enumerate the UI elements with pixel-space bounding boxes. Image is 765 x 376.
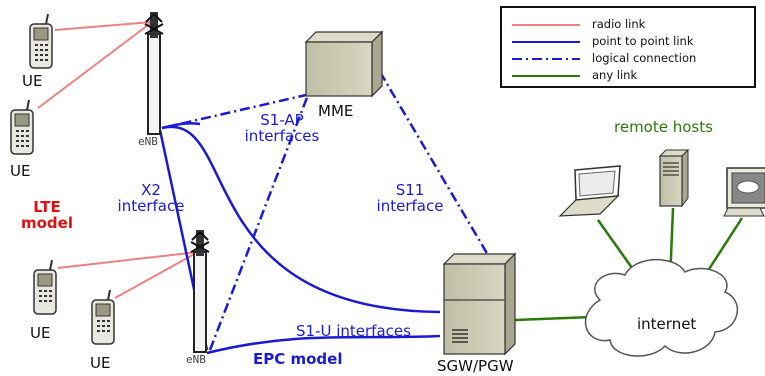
legend-label: any link	[592, 68, 638, 82]
x2-label-line2: interface	[117, 197, 185, 215]
radio-link	[37, 21, 153, 109]
radio-link	[54, 21, 153, 31]
epc-model-label: EPC model	[253, 350, 343, 368]
legend-line-icon	[512, 58, 580, 60]
ue-label: UE	[22, 72, 43, 90]
any-link	[514, 315, 593, 322]
ue-label: UE	[10, 162, 31, 180]
remote-hosts-label: remote hosts	[614, 118, 713, 136]
logical-link-s1ap	[208, 94, 310, 351]
s11-label: S11 interface	[367, 182, 453, 214]
laptop-icon	[558, 165, 621, 217]
logical-links	[161, 71, 490, 351]
logical-link-s1ap	[161, 93, 307, 130]
cloud-icon	[584, 258, 739, 357]
p2p-link-s1u-bottom	[206, 334, 441, 355]
phone-icon	[91, 289, 115, 345]
s1ap-label-line2: interfaces	[244, 127, 320, 145]
lte-model-line2: model	[21, 214, 73, 232]
s1ap-label-line1: S1-AP	[260, 111, 304, 129]
antenna-tower-icon	[144, 12, 164, 135]
legend-item: radio link	[510, 17, 750, 32]
tower-server-icon	[442, 252, 517, 356]
x2-label: X2 interface	[108, 182, 194, 214]
enb-label: eNB	[138, 135, 158, 148]
radio-link	[57, 251, 199, 269]
lte-model-label: LTE model	[20, 199, 74, 231]
antenna-tower-icon	[190, 230, 210, 353]
monitor-icon	[723, 167, 765, 217]
radio-links	[37, 21, 199, 299]
x2-label-line1: X2	[141, 181, 161, 199]
legend-item: logical connection	[510, 51, 750, 66]
sgw-label: SGW/PGW	[437, 357, 514, 375]
lte-model-line1: LTE	[33, 198, 61, 216]
phone-icon	[29, 13, 53, 69]
s1ap-label: S1-AP interfaces	[237, 112, 327, 144]
legend-item: point to point link	[510, 34, 750, 49]
legend-line-icon	[512, 24, 580, 26]
s1u-label: S1-U interfaces	[296, 322, 411, 340]
enb-label: eNB	[186, 353, 206, 366]
mme-label: MME	[318, 102, 354, 120]
phone-icon	[10, 99, 34, 155]
ue-label: UE	[90, 354, 111, 372]
legend-item: any link	[510, 68, 750, 83]
ue-label: UE	[30, 324, 51, 342]
s11-label-line1: S11	[395, 181, 425, 199]
internet-label: internet	[637, 315, 697, 333]
radio-link	[114, 251, 199, 299]
p2p-link-s1u-top	[161, 125, 441, 314]
legend-label: logical connection	[592, 51, 697, 65]
desktop-tower-icon	[658, 148, 690, 208]
server-box-icon	[304, 30, 384, 98]
s11-label-line2: interface	[376, 197, 444, 215]
legend-line-icon	[512, 41, 580, 43]
legend-label: radio link	[592, 17, 646, 31]
legend: radio link point to point link logical c…	[500, 6, 756, 88]
legend-line-icon	[512, 75, 580, 77]
phone-icon	[33, 259, 57, 315]
logical-link-s11	[378, 71, 490, 256]
legend-label: point to point link	[592, 34, 694, 48]
